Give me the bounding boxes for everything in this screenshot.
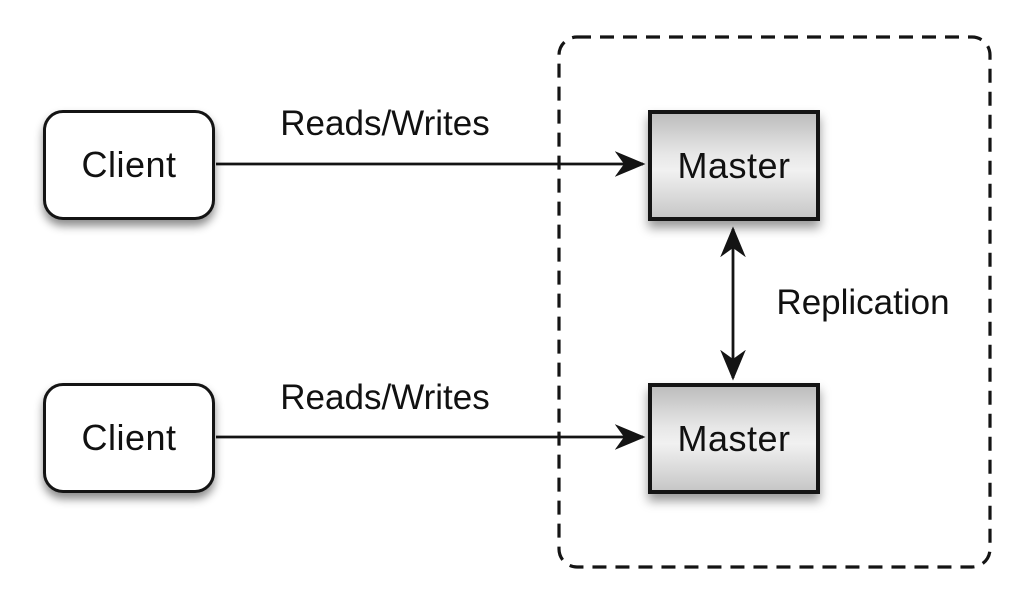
replication-boundary [557, 35, 992, 569]
master-node-2-label: Master [677, 417, 791, 459]
reads-writes-label-top: Reads/Writes [280, 104, 490, 143]
replication-label: Replication [776, 283, 950, 322]
client-node-1: Client [43, 110, 215, 220]
master-node-1-label: Master [677, 144, 791, 186]
master-node-2: Master [648, 383, 820, 494]
master-node-1: Master [648, 110, 820, 221]
reads-writes-label-bottom: Reads/Writes [280, 378, 490, 417]
client-node-2-label: Client [81, 417, 177, 458]
client-node-2: Client [43, 383, 215, 493]
client-node-1-label: Client [81, 144, 177, 185]
